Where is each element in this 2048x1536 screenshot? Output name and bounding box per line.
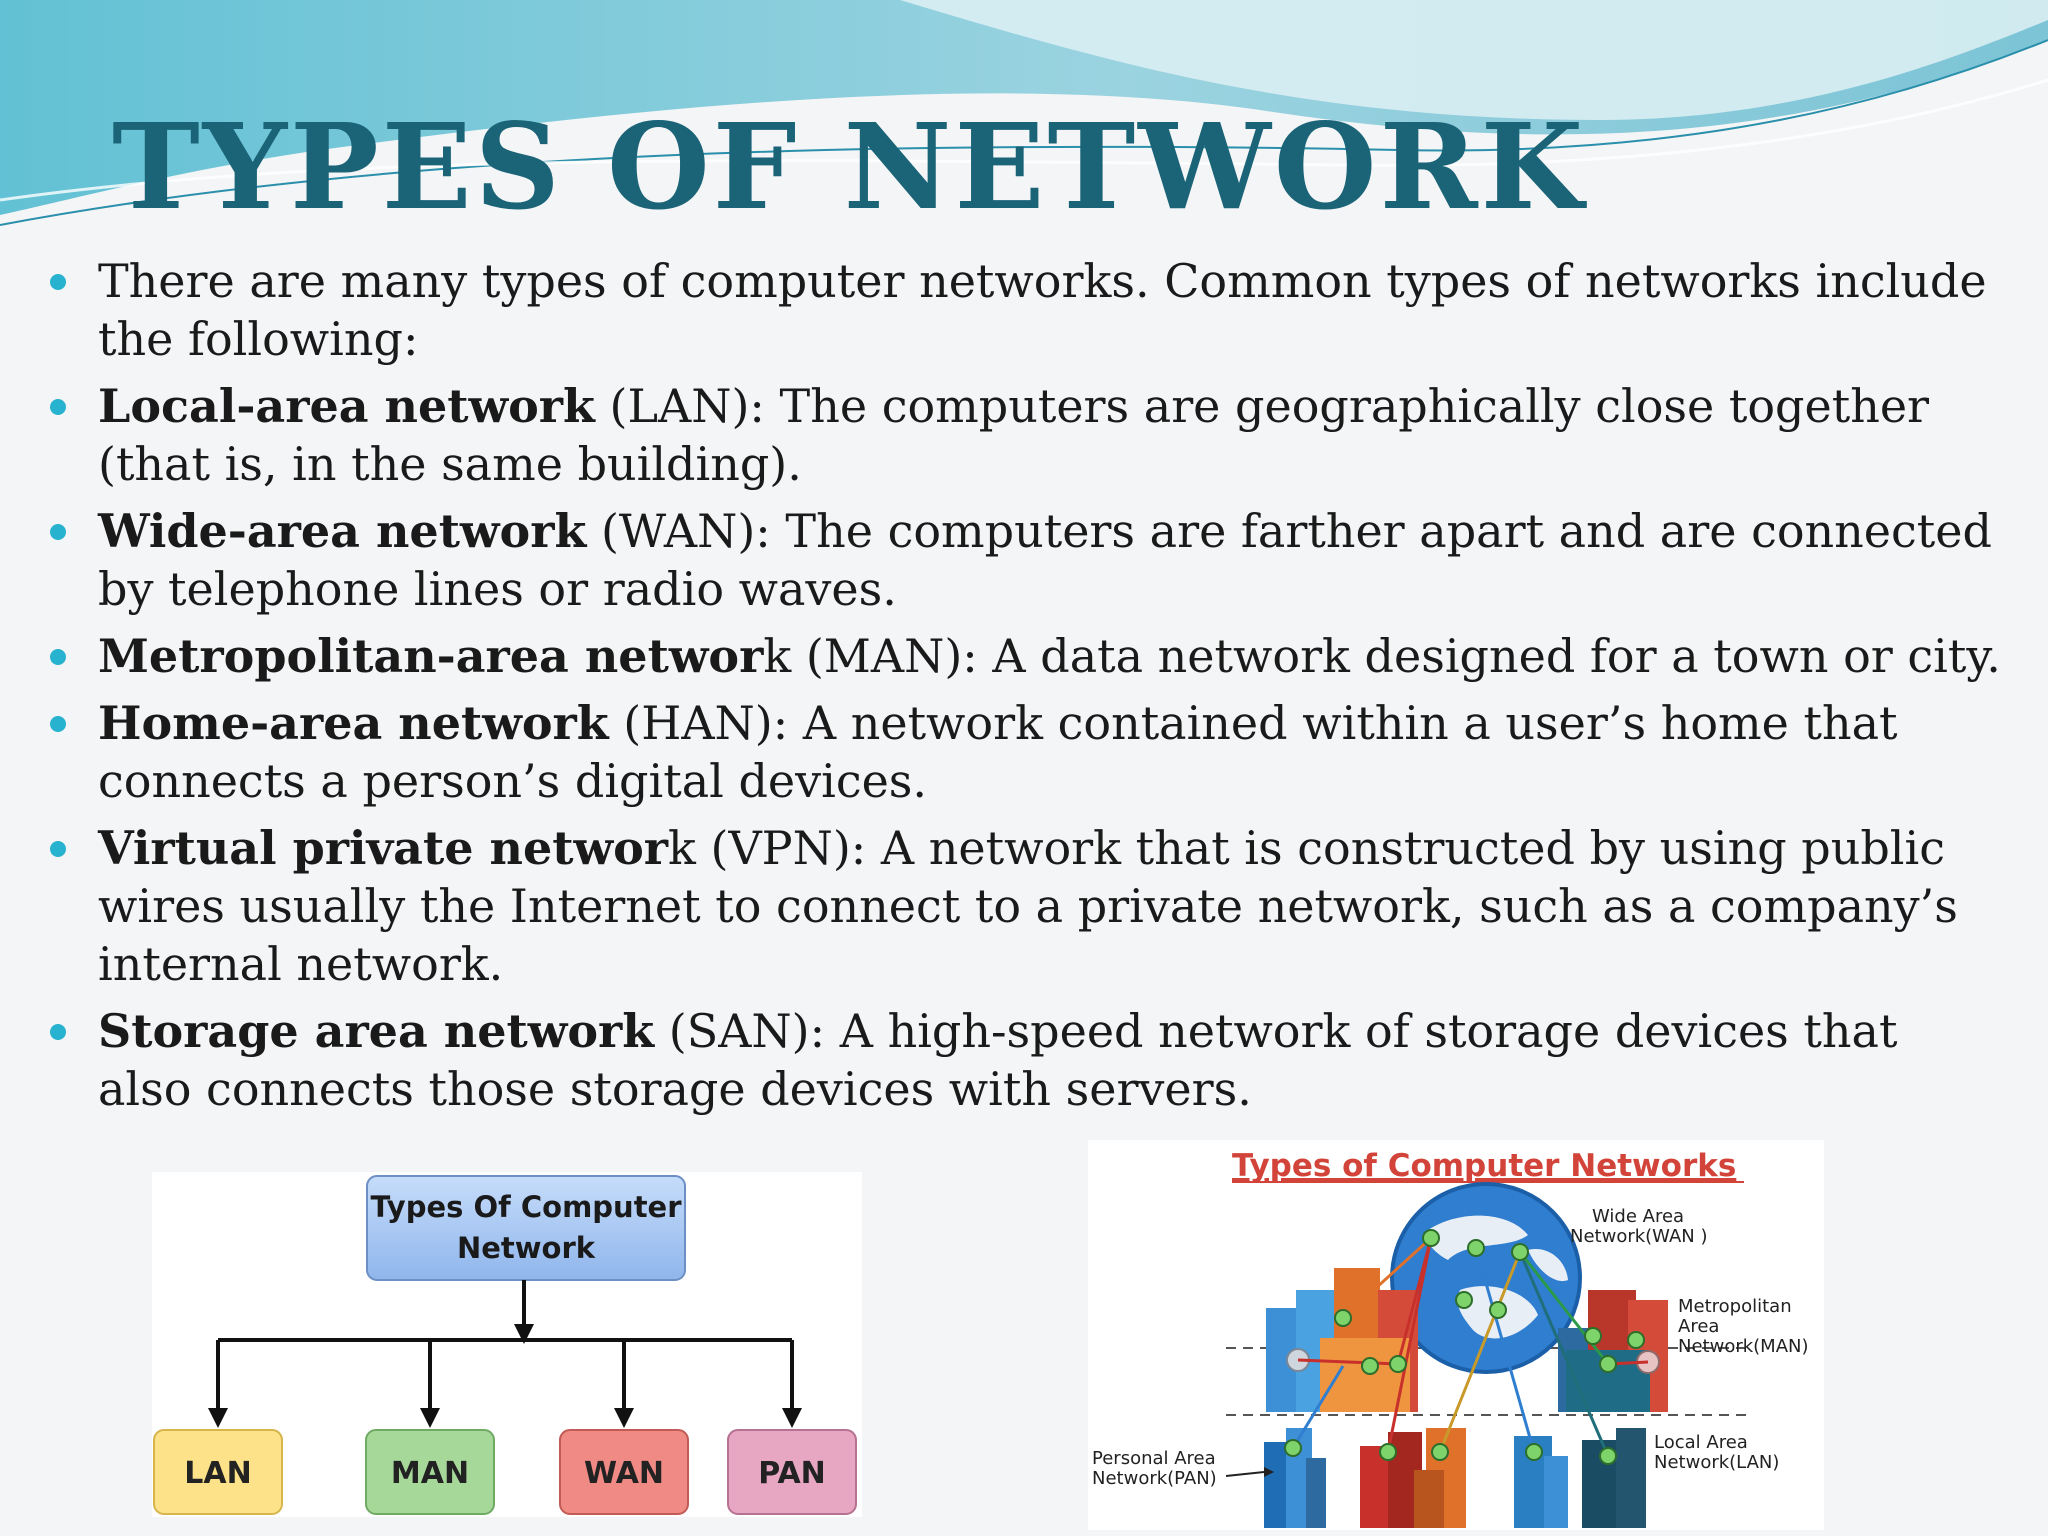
tree-connectors [216,1280,794,1412]
network-node-icons [1284,1229,1645,1465]
bullet-term: Metropolitan-area networ [98,629,764,683]
background-wave [0,0,2048,226]
pan-box [727,1429,857,1515]
bullet-term: Virtual private networ [98,821,668,875]
wan-label-line1: Wide Area [1592,1206,1684,1227]
bullet-term: Wide-area network [98,504,587,558]
pan-pointer-arrow [1225,1471,1265,1477]
bullet-intro: There are many types of computer network… [44,252,2004,368]
man-label-line1: Metropolitan [1678,1296,1792,1317]
wan-label-line2: Network(WAN ) [1570,1226,1708,1247]
network-types-tree-diagram: Types Of Computer Network LAN MAN WAN PA… [152,1172,862,1517]
man-label-line3: Network(MAN) [1678,1336,1809,1357]
bullet-text: (SAN): A high-speed network of storage d… [98,1004,1898,1116]
slide-title: Types of Network [112,97,1587,236]
root-label-line1: Types Of Computer [370,1190,682,1224]
bullet-san: Storage area network (SAN): A high-speed… [44,1002,2004,1118]
bullet-term: Storage area network [98,1004,655,1058]
bullet-dot-icon [50,399,66,415]
lan-box [153,1429,283,1515]
pan-label-line1: Personal Area [1092,1448,1216,1469]
bullet-dot-icon [50,841,66,857]
bullet-dot-icon [50,1024,66,1040]
pan-label: PAN [758,1456,826,1491]
tree-arrowheads [208,1324,802,1428]
bullet-dot-icon [50,274,66,290]
bullet-term: Home-area network [98,696,609,750]
center-building-orange-icon [1414,1428,1466,1528]
wan-label: WAN [584,1456,664,1491]
lan-building-dark-icon [1582,1428,1646,1528]
lan-label-line1: Local Area [1654,1432,1748,1453]
man-box [365,1429,495,1515]
bullet-text: k (MAN): A data network designed for a t… [763,629,2001,683]
bullet-dot-icon [50,649,66,665]
bullet-text: (HAN): A network contained within a user… [98,696,1898,808]
wan-box [559,1429,689,1515]
bullet-vpn: Virtual private network (VPN): A network… [44,819,2004,993]
bullet-list: There are many types of computer network… [44,252,2004,1127]
bullet-han: Home-area network (HAN): A network conta… [44,694,2004,810]
bullet-dot-icon [50,524,66,540]
bullet-man: Metropolitan-area network (MAN): A data … [44,627,2004,685]
pan-label-line2: Network(PAN) [1092,1468,1217,1489]
man-label: MAN [391,1456,469,1491]
bullet-lan: Local-area network (LAN): The computers … [44,377,2004,493]
network-types-illustration: Types of Computer Networks [1088,1140,1824,1530]
man-label-line2: Area [1678,1316,1719,1337]
bullet-term: Local-area network [98,379,595,433]
pan-building-icon [1264,1428,1326,1528]
illustration-title: Types of Computer Networks [1232,1148,1736,1184]
bullet-dot-icon [50,716,66,732]
lan-label-line2: Network(LAN) [1654,1452,1779,1473]
bullet-text: (LAN): The computers are geographically … [98,379,1930,491]
bullet-wan: Wide-area network (WAN): The computers a… [44,502,2004,618]
lan-label: LAN [184,1456,251,1491]
network-links [1291,1236,1649,1457]
bullet-text: (WAN): The computers are farther apart a… [98,504,1992,616]
bullet-text: There are many types of computer network… [98,254,1987,366]
bullet-text: k (VPN): A network that is constructed b… [98,821,1958,991]
root-label-line2: Network [457,1231,596,1265]
